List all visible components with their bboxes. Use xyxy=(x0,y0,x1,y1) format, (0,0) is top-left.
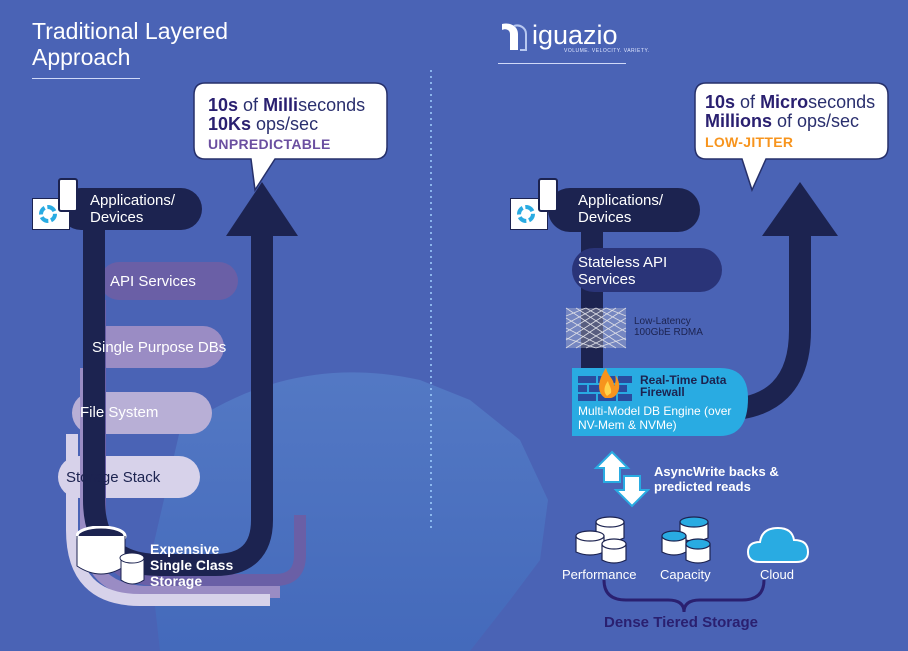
right-bubble-line2: Millions of ops/sec xyxy=(705,111,860,131)
capacity-db-icon xyxy=(661,516,711,564)
left-storage-label: Expensive Single Class Storage xyxy=(150,541,234,589)
logo-text: iguazio xyxy=(532,20,618,50)
left-layer-apps: Applications/ Devices xyxy=(90,192,176,226)
cloud-icon xyxy=(746,526,810,563)
phone-icon xyxy=(58,178,78,212)
left-bubble-line2: 10Ks ops/sec xyxy=(208,114,319,134)
left-title-rule xyxy=(32,78,140,79)
right-bubble-line1: 10s of Microseconds xyxy=(705,92,876,112)
layer-pill-apps-left xyxy=(60,188,202,230)
left-layer-storage-stack: Storage Stack xyxy=(66,469,161,486)
layer-pill-fs xyxy=(72,392,212,434)
logo-mark-icon xyxy=(502,23,527,51)
async-label: AsyncWrite backs & predicted reads xyxy=(654,464,779,494)
tier-cloud: Cloud xyxy=(760,567,794,582)
tier-performance: Performance xyxy=(562,567,637,582)
iguazio-logo: iguazio VOLUME. VELOCITY. VARIETY. xyxy=(498,20,649,56)
device-icon-left xyxy=(32,178,82,232)
gear-icon xyxy=(39,205,57,223)
rdma-label: Low-Latency 100GbE RDMA xyxy=(634,316,703,338)
layer-pill-apps-right xyxy=(548,188,700,232)
left-bubble-line3: UNPREDICTABLE xyxy=(208,136,331,152)
left-layer-api: API Services xyxy=(110,273,196,290)
gear-icon xyxy=(517,205,535,223)
rdma-mesh xyxy=(565,307,627,349)
up-arrow-left xyxy=(226,182,298,236)
right-bubble-line3: LOW-JITTER xyxy=(705,134,794,150)
up-arrow-right xyxy=(762,182,838,236)
layer-pill-dbs xyxy=(86,326,224,368)
database-icon xyxy=(76,526,145,585)
layer-pill-api xyxy=(100,262,238,300)
tier-capacity: Capacity xyxy=(660,567,711,582)
logo-rule xyxy=(498,63,626,64)
flame-icon xyxy=(599,368,620,398)
dense-tiered-storage-label: Dense Tiered Storage xyxy=(604,614,758,631)
tier-bracket xyxy=(602,579,766,613)
firewall-label: Real-Time Data Firewall xyxy=(640,373,727,399)
sync-arrows-icon xyxy=(593,450,651,508)
device-icon-right xyxy=(510,178,560,232)
phone-icon xyxy=(538,178,558,212)
left-bubble-line1: 10s of Milliseconds xyxy=(208,95,366,115)
performance-db-icon xyxy=(575,516,627,564)
logo-tagline: VOLUME. VELOCITY. VARIETY. xyxy=(564,48,650,54)
engine-label: Multi-Model DB Engine (over NV-Mem & NVM… xyxy=(578,404,732,432)
left-layer-fs: File System xyxy=(80,404,159,421)
left-layer-dbs: Single Purpose DBs xyxy=(92,339,227,356)
right-layer-apps: Applications/ Devices xyxy=(578,192,664,226)
right-layer-stateless-api: Stateless API Services xyxy=(578,254,668,288)
layer-pill-stateless-api xyxy=(572,248,722,292)
left-title: Traditional Layered Approach xyxy=(32,18,229,70)
